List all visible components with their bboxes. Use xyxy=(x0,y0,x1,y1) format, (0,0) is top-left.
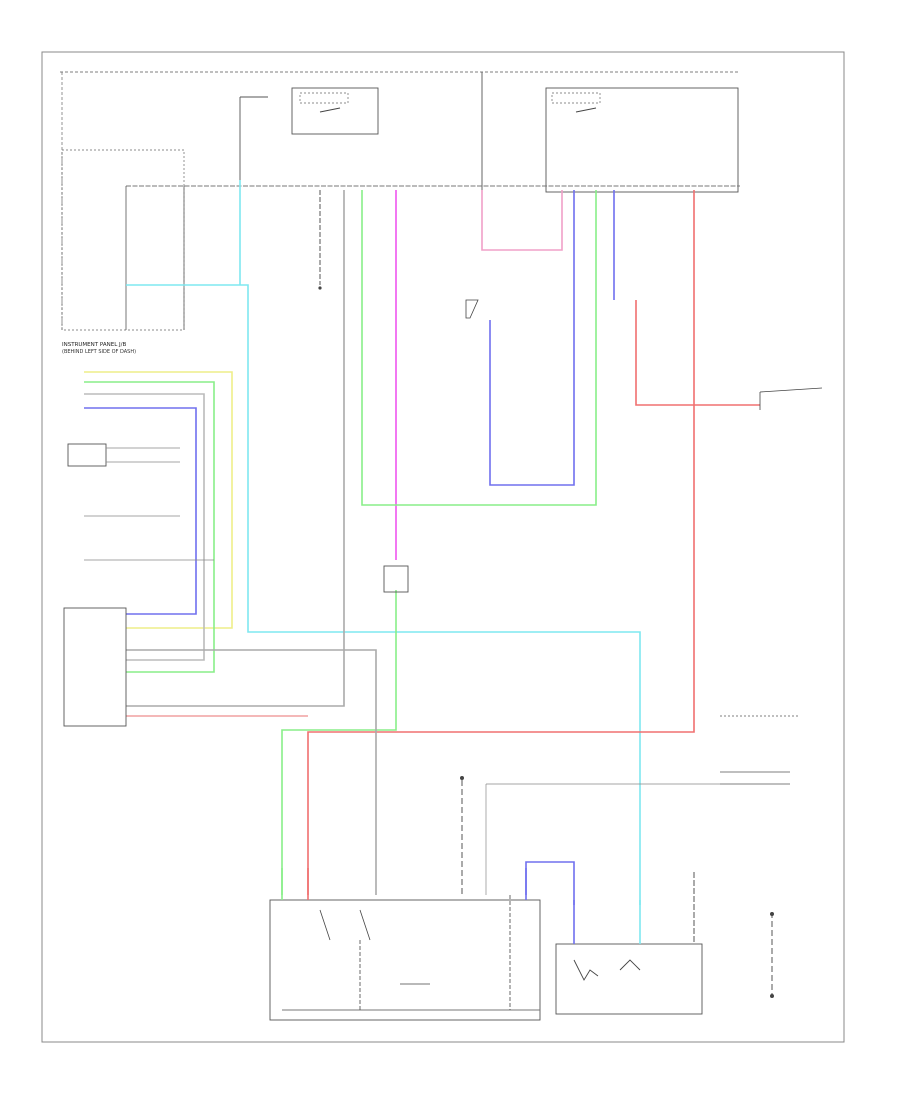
relay-right-inner xyxy=(551,92,601,104)
wire-green xyxy=(361,190,597,506)
brake-switch-mid xyxy=(460,776,464,895)
combination-meter-box xyxy=(63,607,127,727)
wire-gray-left-3 xyxy=(126,190,345,707)
wire-gray-left xyxy=(84,393,205,661)
transmission-control-block xyxy=(485,715,800,895)
wire-green-2 xyxy=(281,590,397,895)
left-connector-block xyxy=(63,443,214,727)
wire-pink xyxy=(481,190,563,251)
connector-pins-bottom xyxy=(281,868,641,944)
junction-mid-box xyxy=(383,565,409,593)
wire-red-2 xyxy=(635,300,760,406)
relay-box-left xyxy=(291,87,379,135)
instrument-panel-sublabel: (BEHIND LEFT SIDE OF DASH) xyxy=(62,349,136,355)
ground-symbol-right xyxy=(759,387,823,410)
floor-shift-assembly xyxy=(269,895,541,1021)
wire-blue xyxy=(489,190,575,486)
diagram-frame xyxy=(41,51,845,1043)
floor-shift-box xyxy=(269,899,541,1021)
solenoid-box xyxy=(555,943,703,1015)
relay-left-inner xyxy=(299,92,349,104)
wire-green-left xyxy=(84,381,215,673)
wire-blue-3 xyxy=(525,861,575,905)
wire-blue-left xyxy=(84,407,197,615)
shift-lock-connector xyxy=(465,299,479,319)
ground-symbol-bottom-right xyxy=(770,912,774,998)
wire-cyan xyxy=(126,284,641,905)
ground-symbol-1 xyxy=(318,190,322,290)
wire-gray-left-2 xyxy=(126,649,377,895)
wire-red xyxy=(307,190,695,895)
instrument-panel-box xyxy=(61,149,185,331)
junction-connector-mid xyxy=(383,565,409,593)
left-small-box xyxy=(67,443,107,467)
relay-box-right xyxy=(545,87,739,193)
instrument-panel-label: INSTRUMENT PANEL J/B xyxy=(62,342,126,348)
wire-yellow-left xyxy=(84,371,233,629)
fuse-block-top xyxy=(60,71,740,330)
shift-lock-solenoid xyxy=(555,872,703,1015)
